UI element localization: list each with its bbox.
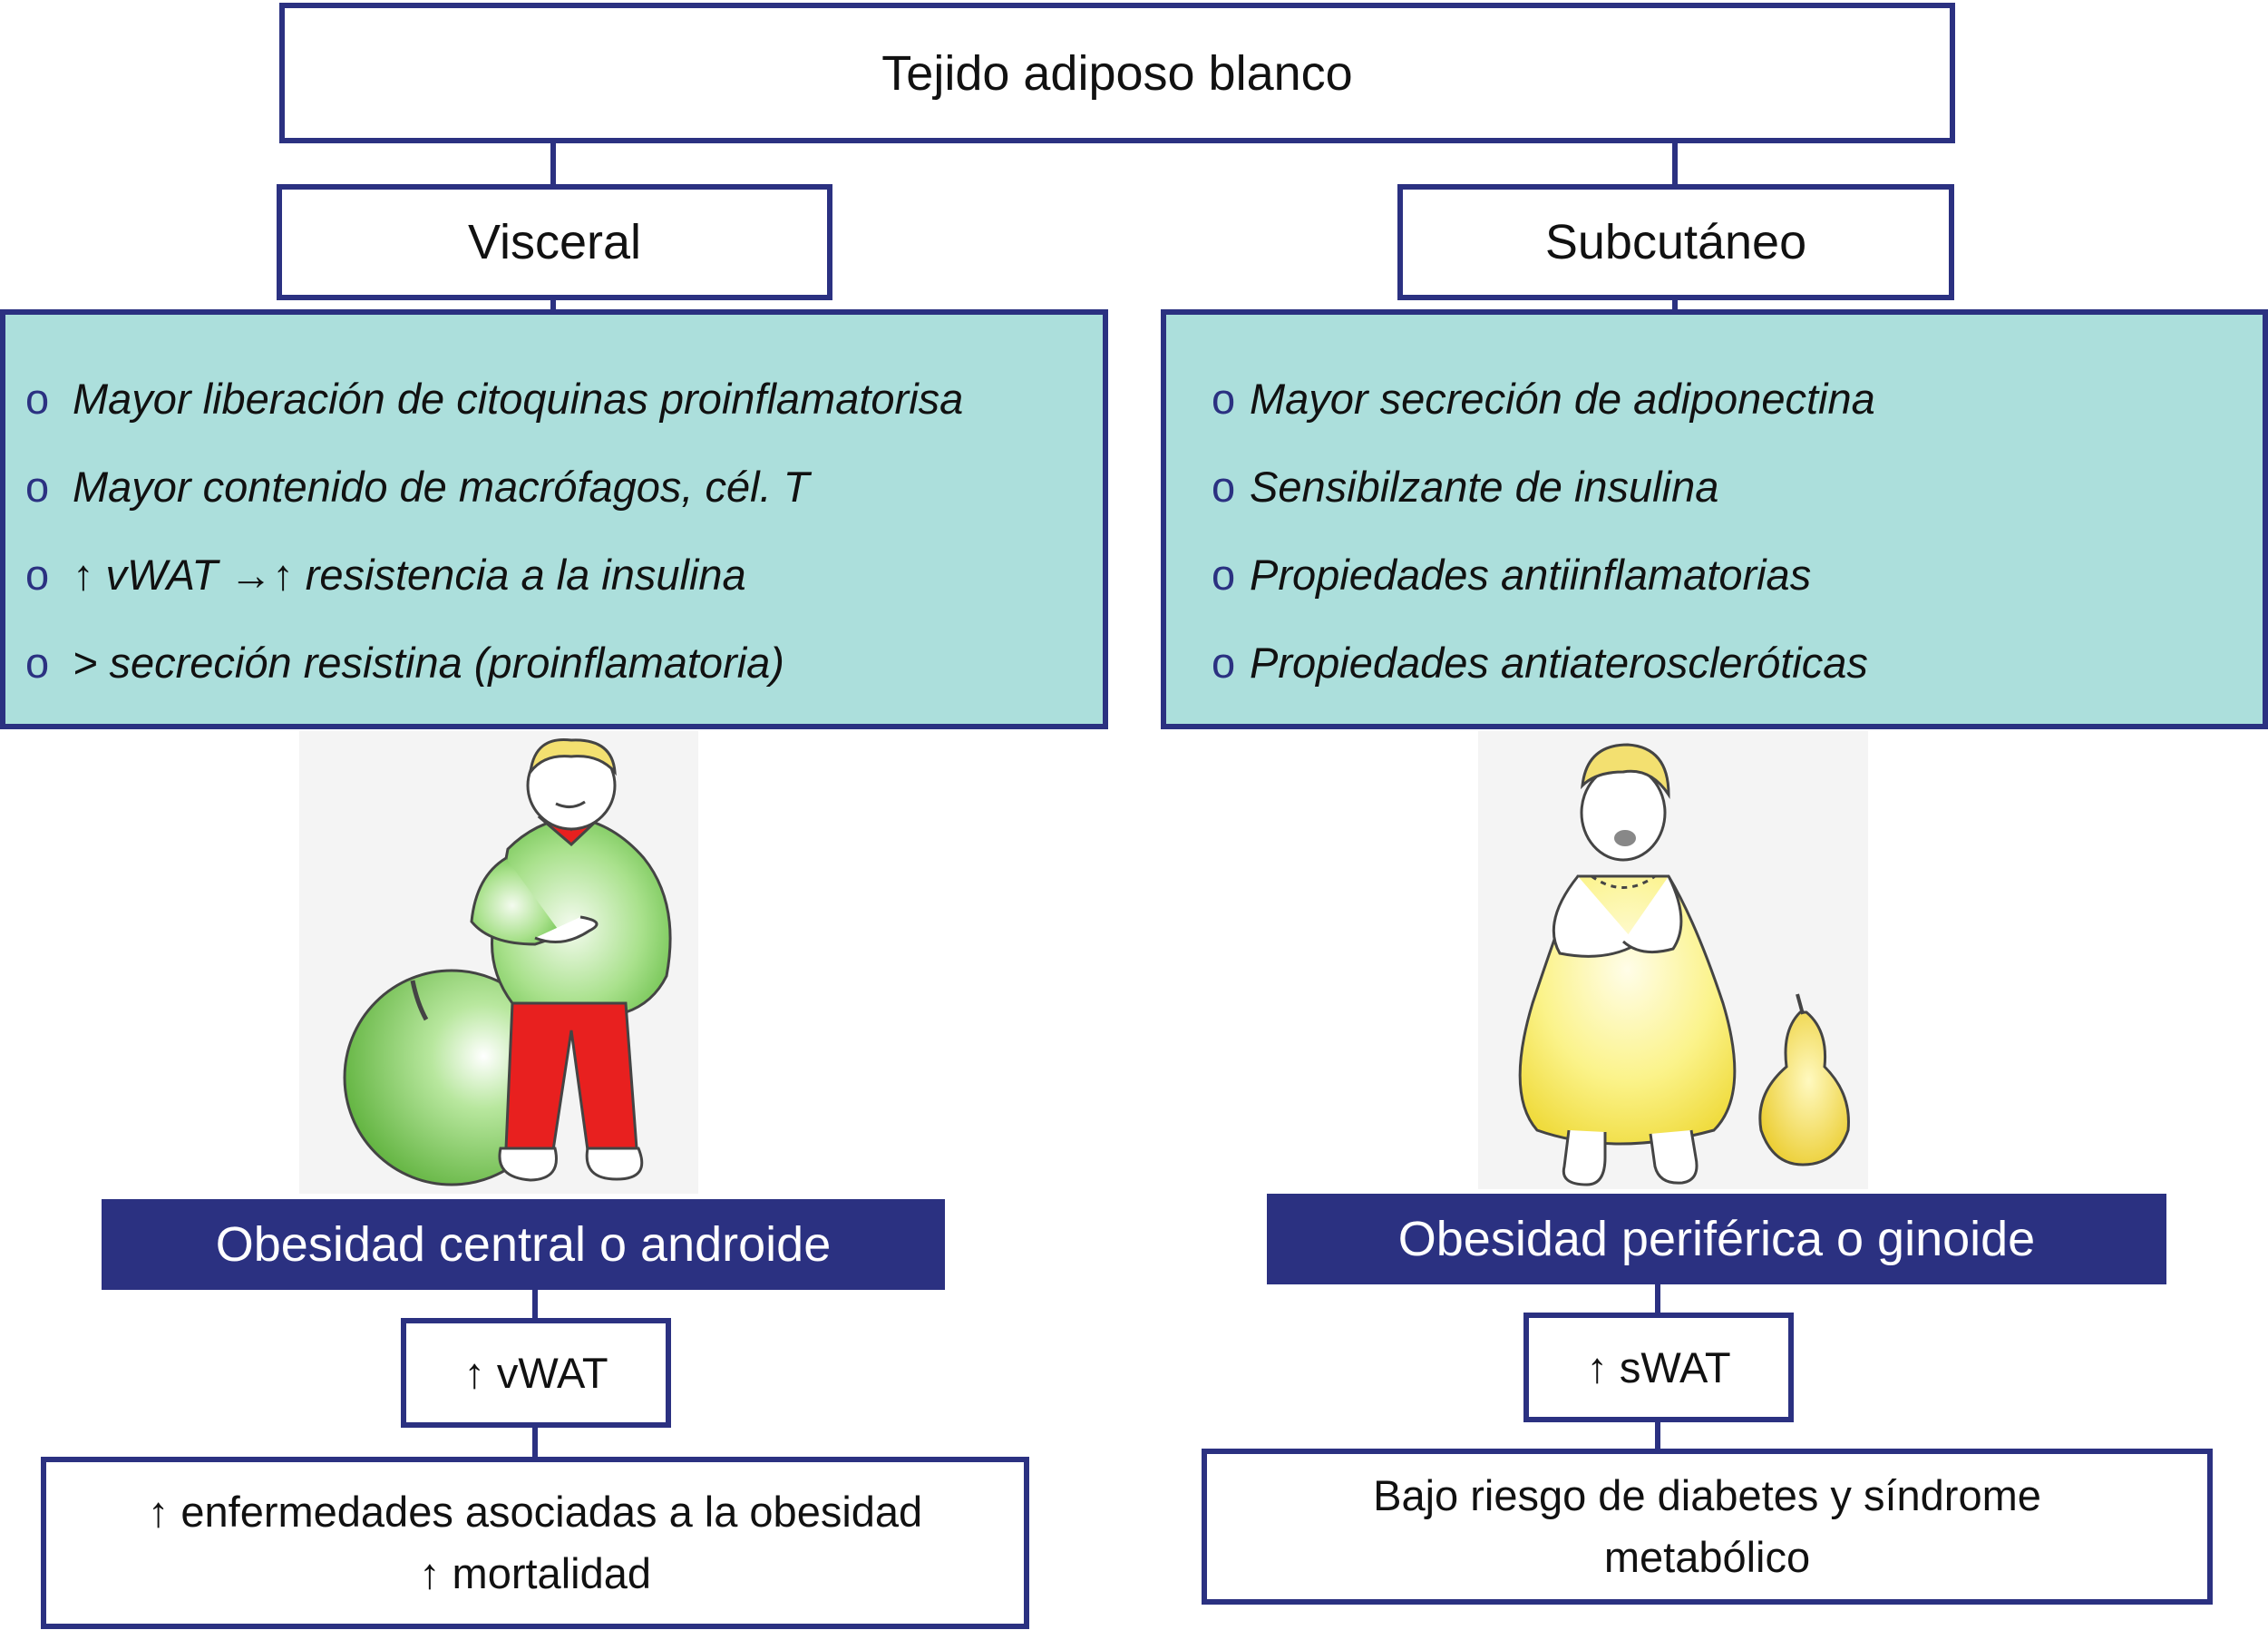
visceral-item-text: ↑ vWAT →↑ resistencia a la insulina [73, 551, 746, 599]
connector-line [532, 1423, 538, 1459]
list-item: o Mayor contenido de macrófagos, cél. T [25, 462, 809, 512]
list-item: o Mayor secreción de adiponectina [1212, 374, 1875, 424]
connector-line [1672, 138, 1678, 190]
outcome-line: ↑ enfermedades asociadas a la obesidad [147, 1488, 923, 1536]
pear-icon [1758, 993, 1850, 1166]
outcome-line: Bajo riesgo de diabetes y síndrome [1373, 1471, 2041, 1519]
list-item: o ↑ vWAT →↑ resistencia a la insulina [25, 550, 746, 600]
visceral-outcome: ↑ enfermedades asociadas a la obesidad ↑… [41, 1457, 1029, 1629]
bullet: o [1212, 551, 1236, 599]
connector-line [550, 295, 556, 315]
connector-line [1655, 1279, 1660, 1315]
visceral-item-text: Mayor contenido de macrófagos, cél. T [73, 463, 810, 511]
root-node: Tejido adiposo blanco [279, 3, 1955, 143]
connector-line [550, 138, 556, 190]
obesity-type-banner-peripheral: Obesidad periférica o ginoide [1267, 1194, 2166, 1284]
subcutaneo-item-text: Propiedades antiateroscleróticas [1250, 639, 1868, 687]
outcome-line: metabólico [1603, 1533, 1811, 1581]
subcutaneo-item-text: Sensibilzante de insulina [1250, 463, 1719, 511]
subcutaneo-item-text: Propiedades antiinflamatorias [1250, 551, 1812, 599]
root-label: Tejido adiposo blanco [881, 45, 1353, 101]
subcutaneo-item-text: Mayor secreción de adiponectina [1250, 375, 1875, 423]
swat-marker: ↑ sWAT [1523, 1313, 1794, 1422]
connector-line [1672, 295, 1678, 315]
visceral-item-text: > secreción resistina (proinflamatoria) [73, 639, 784, 687]
connector-line [1655, 1418, 1660, 1452]
visceral-item-text: Mayor liberación de citoquinas proinflam… [73, 375, 964, 423]
obesity-type-label: Obesidad central o androide [215, 1217, 832, 1272]
visceral-label: Visceral [467, 215, 642, 269]
bullet: o [25, 463, 50, 511]
bullet: o [25, 551, 50, 599]
bullet: o [25, 375, 50, 423]
vwat-marker: ↑ vWAT [401, 1318, 671, 1428]
bullet: o [1212, 375, 1236, 423]
obesity-type-banner-central: Obesidad central o androide [102, 1199, 945, 1290]
subcutaneo-outcome: Bajo riesgo de diabetes y síndrome metab… [1202, 1449, 2213, 1605]
connector-line [532, 1284, 538, 1321]
visceral-node: Visceral [277, 184, 832, 300]
bullet: o [1212, 463, 1236, 511]
visceral-properties-panel: o Mayor liberación de citoquinas proinfla… [0, 309, 1108, 729]
marker-label: ↑ sWAT [1586, 1343, 1731, 1391]
list-item: o Propiedades antiateroscleróticas [1212, 638, 1868, 688]
outcome-line: ↑ mortalidad [419, 1549, 651, 1597]
apple-man-figure [299, 731, 698, 1194]
subcutaneo-node: Subcutáneo [1397, 184, 1954, 300]
list-item: o Propiedades antiinflamatorias [1212, 550, 1811, 600]
list-item: o Mayor liberación de citoquinas proinfla… [25, 374, 963, 424]
obesity-type-label: Obesidad periférica o ginoide [1397, 1212, 2036, 1266]
subcutaneo-label: Subcutáneo [1544, 215, 1807, 269]
bullet: o [25, 639, 50, 687]
marker-label: ↑ vWAT [463, 1349, 608, 1397]
list-item: o Sensibilzante de insulina [1212, 462, 1718, 512]
bullet: o [1212, 639, 1236, 687]
list-item: o > secreción resistina (proinflamatoria) [25, 638, 784, 688]
pear-woman-figure [1478, 731, 1868, 1189]
